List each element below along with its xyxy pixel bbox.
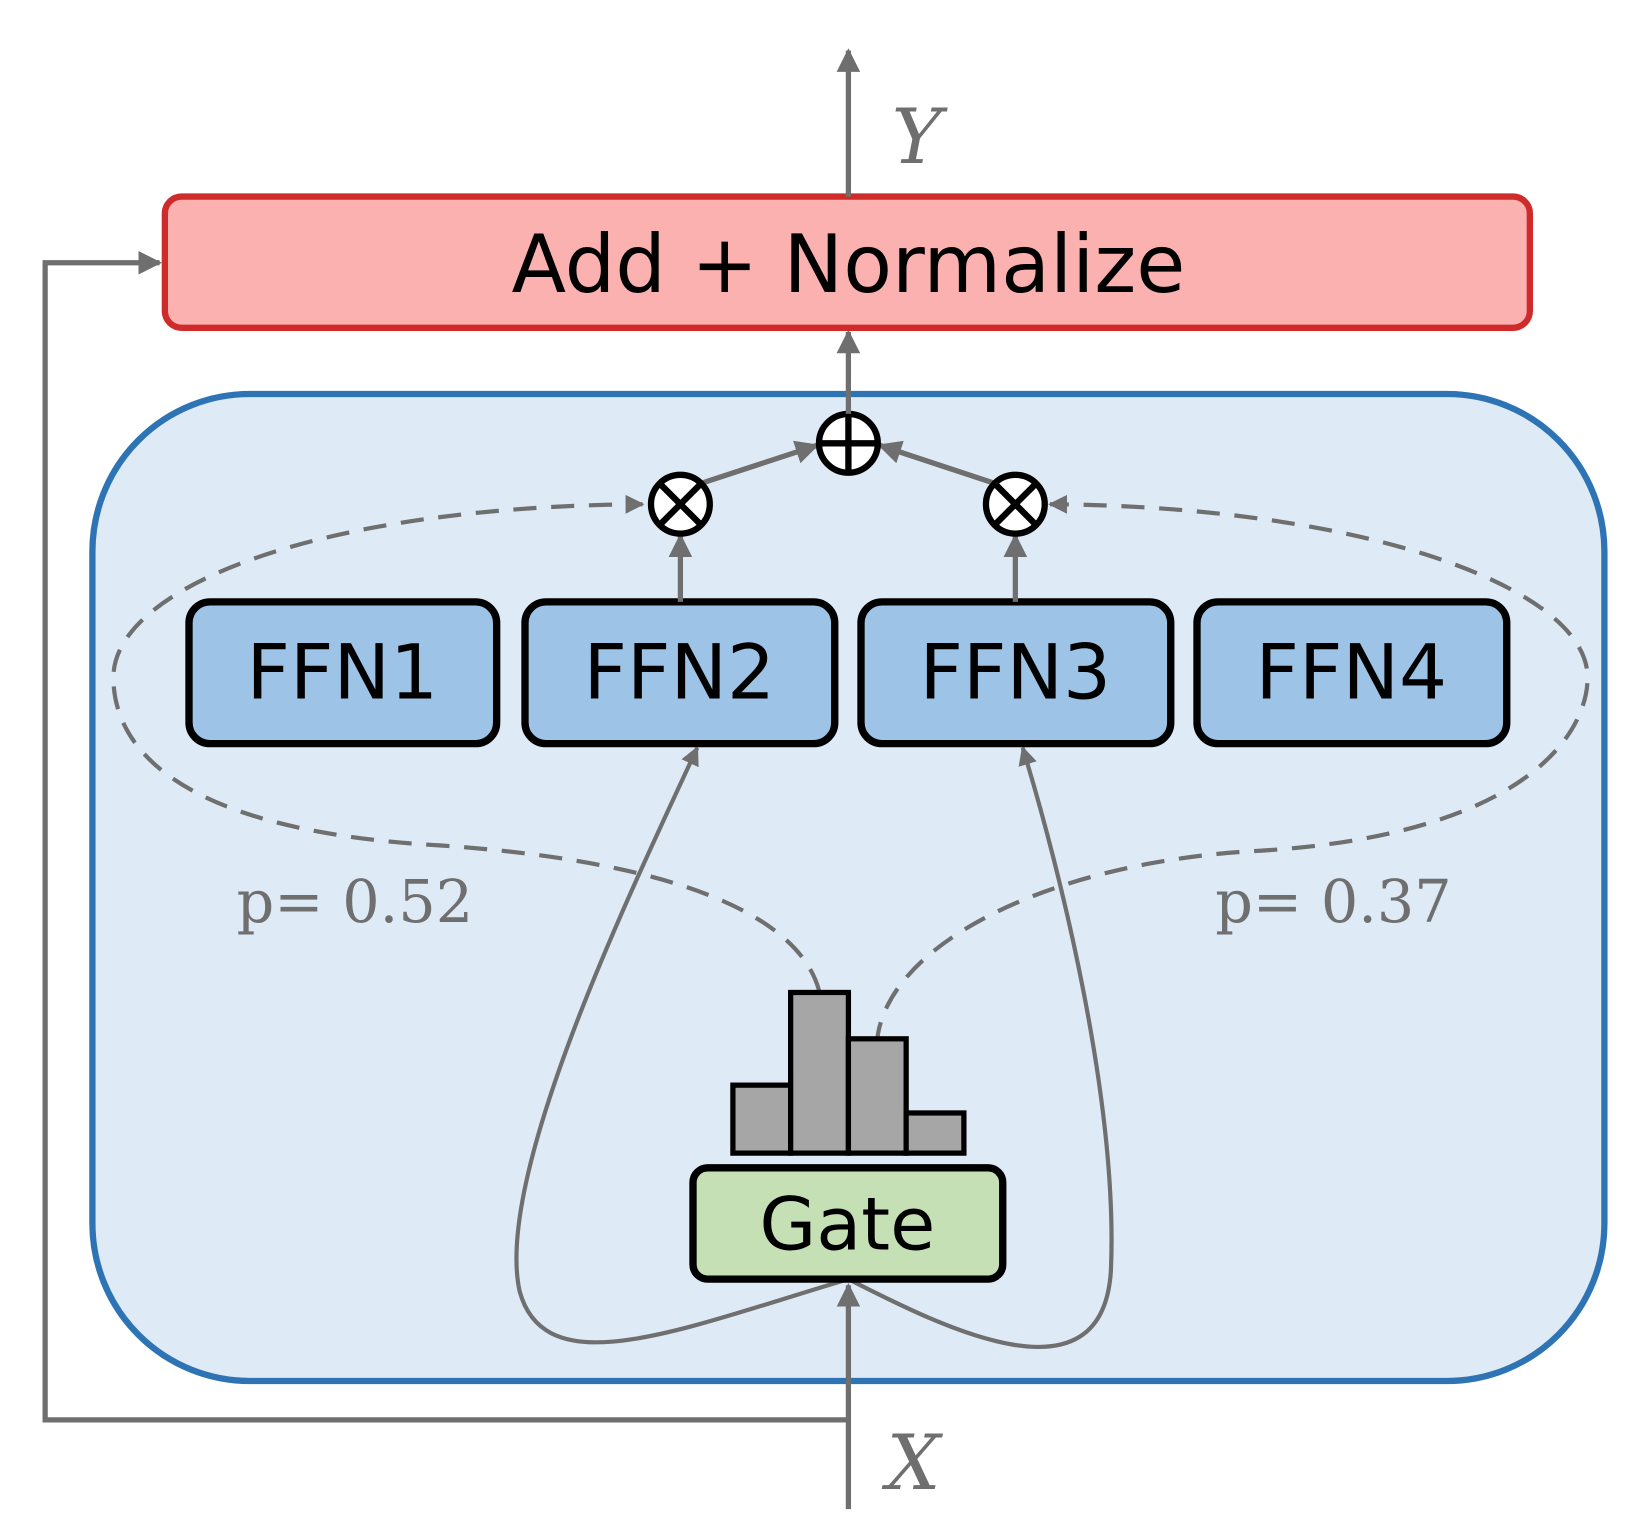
route-arrow-ffn2 <box>514 746 849 1345</box>
histogram-bar <box>788 989 852 1156</box>
expert-label: FFN4 <box>1256 628 1448 716</box>
add-normalize-label: Add + Normalize <box>511 218 1185 311</box>
prob-path-left <box>111 494 822 991</box>
expert-ffn2: FFN2 <box>521 598 839 748</box>
expert-label: FFN3 <box>920 628 1112 716</box>
prob-left-label: p= 0.52 <box>237 867 473 936</box>
prob-path-right <box>874 494 1590 1046</box>
mult-left-to-add-arrow <box>700 440 820 486</box>
gate-label: Gate <box>759 1183 935 1268</box>
histogram-bar <box>845 1036 909 1156</box>
expert-ffn4: FFN4 <box>1193 598 1511 748</box>
expert-ffn3: FFN3 <box>857 598 1175 748</box>
expert-label: FFN2 <box>584 628 776 716</box>
histogram-bar <box>903 1110 967 1156</box>
gate-distribution-histogram <box>730 989 967 1156</box>
multiply-operator-left <box>647 471 713 537</box>
route-arrow-ffn3 <box>847 746 1114 1349</box>
expert-label: FFN1 <box>246 628 438 716</box>
multiply-operator-right <box>982 471 1048 537</box>
add-normalize-block: Add + Normalize <box>161 193 1533 331</box>
gate-block: Gate <box>689 1164 1007 1283</box>
prob-right-label: p= 0.37 <box>1215 867 1451 936</box>
residual-connection-arrow <box>42 250 849 1423</box>
output-label: Y <box>892 93 948 181</box>
add-operator <box>815 410 881 476</box>
mult-right-to-add-arrow <box>877 440 996 486</box>
input-label: X <box>882 1419 944 1507</box>
histogram-bar <box>730 1082 794 1156</box>
expert-ffn1: FFN1 <box>185 598 501 748</box>
